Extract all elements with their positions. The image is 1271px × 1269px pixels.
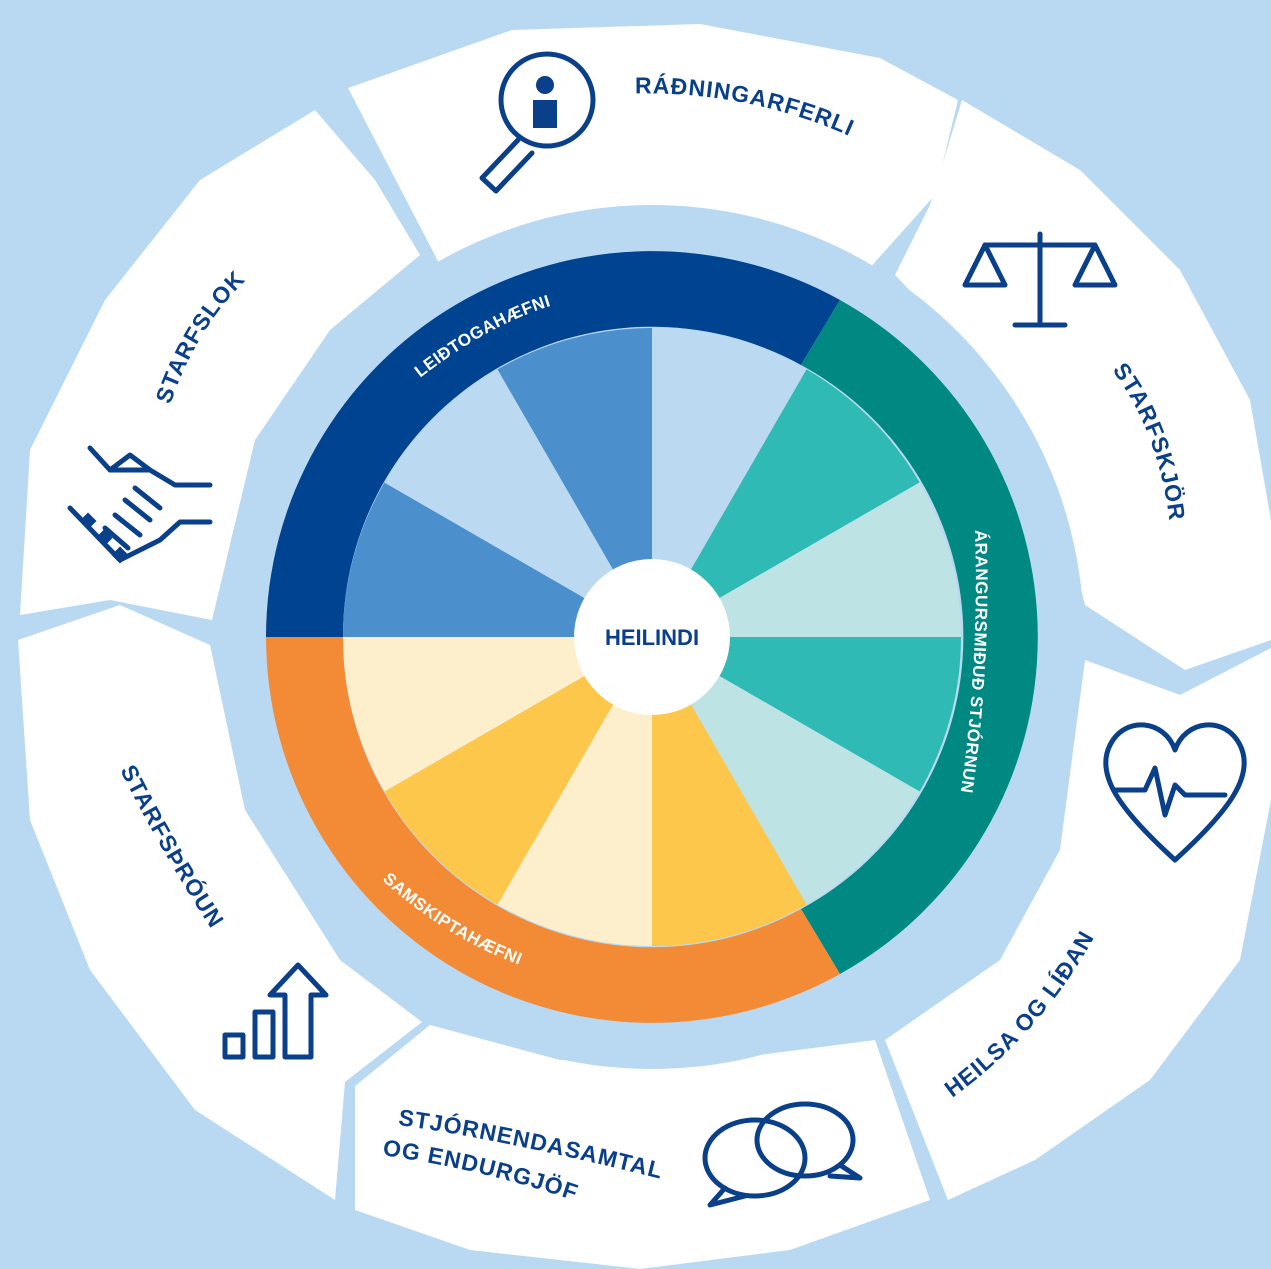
pie-wedge	[652, 328, 807, 637]
hub-label: HEILINDI	[605, 625, 699, 650]
heart-pulse-icon	[1103, 722, 1247, 863]
pie-wedge	[497, 637, 652, 946]
segment-radningarferli[interactable]	[348, 24, 958, 270]
ring-segment-leidtogahaefni[interactable]	[266, 251, 840, 637]
pie-wedge	[652, 637, 807, 946]
pie-wedge	[652, 482, 961, 637]
ring-segment-arangur[interactable]	[801, 300, 1038, 974]
pie-wedge	[652, 637, 961, 792]
scales-icon	[962, 231, 1118, 328]
segment-starfslok[interactable]	[20, 110, 420, 620]
magnifier-person-icon	[479, 51, 596, 194]
pie-wedge	[343, 637, 652, 792]
pie-wedge	[652, 637, 920, 905]
ring-segment-samskiptahaefni[interactable]	[266, 637, 840, 1023]
inner-ring	[266, 251, 1038, 1023]
pie-wedge	[497, 328, 652, 637]
segment-samtal[interactable]	[355, 1025, 930, 1269]
pie-wedges	[343, 328, 961, 946]
growth-chart-icon	[222, 962, 329, 1060]
pie-wedge	[343, 482, 652, 637]
pie-wedge	[384, 637, 652, 905]
hub-circle	[574, 559, 730, 715]
pie-wedge	[652, 369, 920, 637]
speech-bubbles-icon	[702, 1101, 863, 1208]
handshake-icon	[67, 445, 213, 564]
segment-starfsthroun[interactable]	[18, 605, 422, 1200]
pie-wedge	[384, 369, 652, 637]
